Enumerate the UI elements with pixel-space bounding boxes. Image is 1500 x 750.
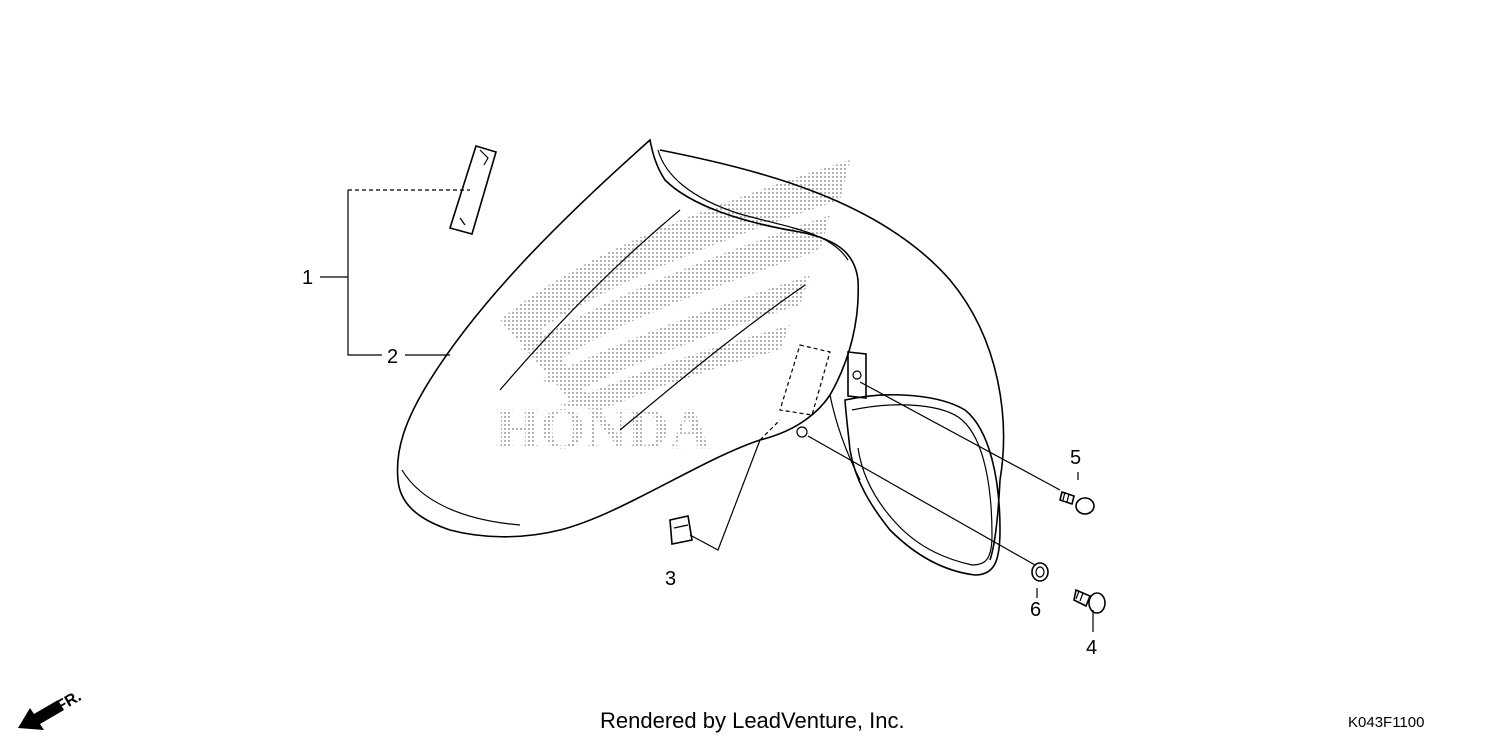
- front-direction-arrow-icon: FR.: [18, 688, 84, 730]
- bolt-part-5: [1059, 490, 1095, 515]
- callout-1: 1: [302, 267, 313, 289]
- footer-credit: Rendered by LeadVenture, Inc.: [600, 708, 905, 733]
- honda-watermark-text: HONDA: [495, 396, 711, 461]
- diagram-code: K043F1100: [1348, 714, 1425, 731]
- callout-2: 2: [387, 346, 398, 368]
- honda-watermark-logo: HONDA: [495, 160, 850, 461]
- clip-nut-part: [669, 515, 693, 545]
- screw-part-4: [1073, 588, 1106, 614]
- callout-6: 6: [1030, 599, 1041, 621]
- front-fender: [396, 138, 1005, 576]
- washer-part-6: [1031, 562, 1049, 582]
- callout-3: 3: [665, 568, 676, 590]
- emblem-strip-part: [448, 145, 497, 235]
- leader-lines: [320, 189, 1094, 632]
- callout-5: 5: [1070, 447, 1081, 469]
- callout-4: 4: [1086, 637, 1097, 659]
